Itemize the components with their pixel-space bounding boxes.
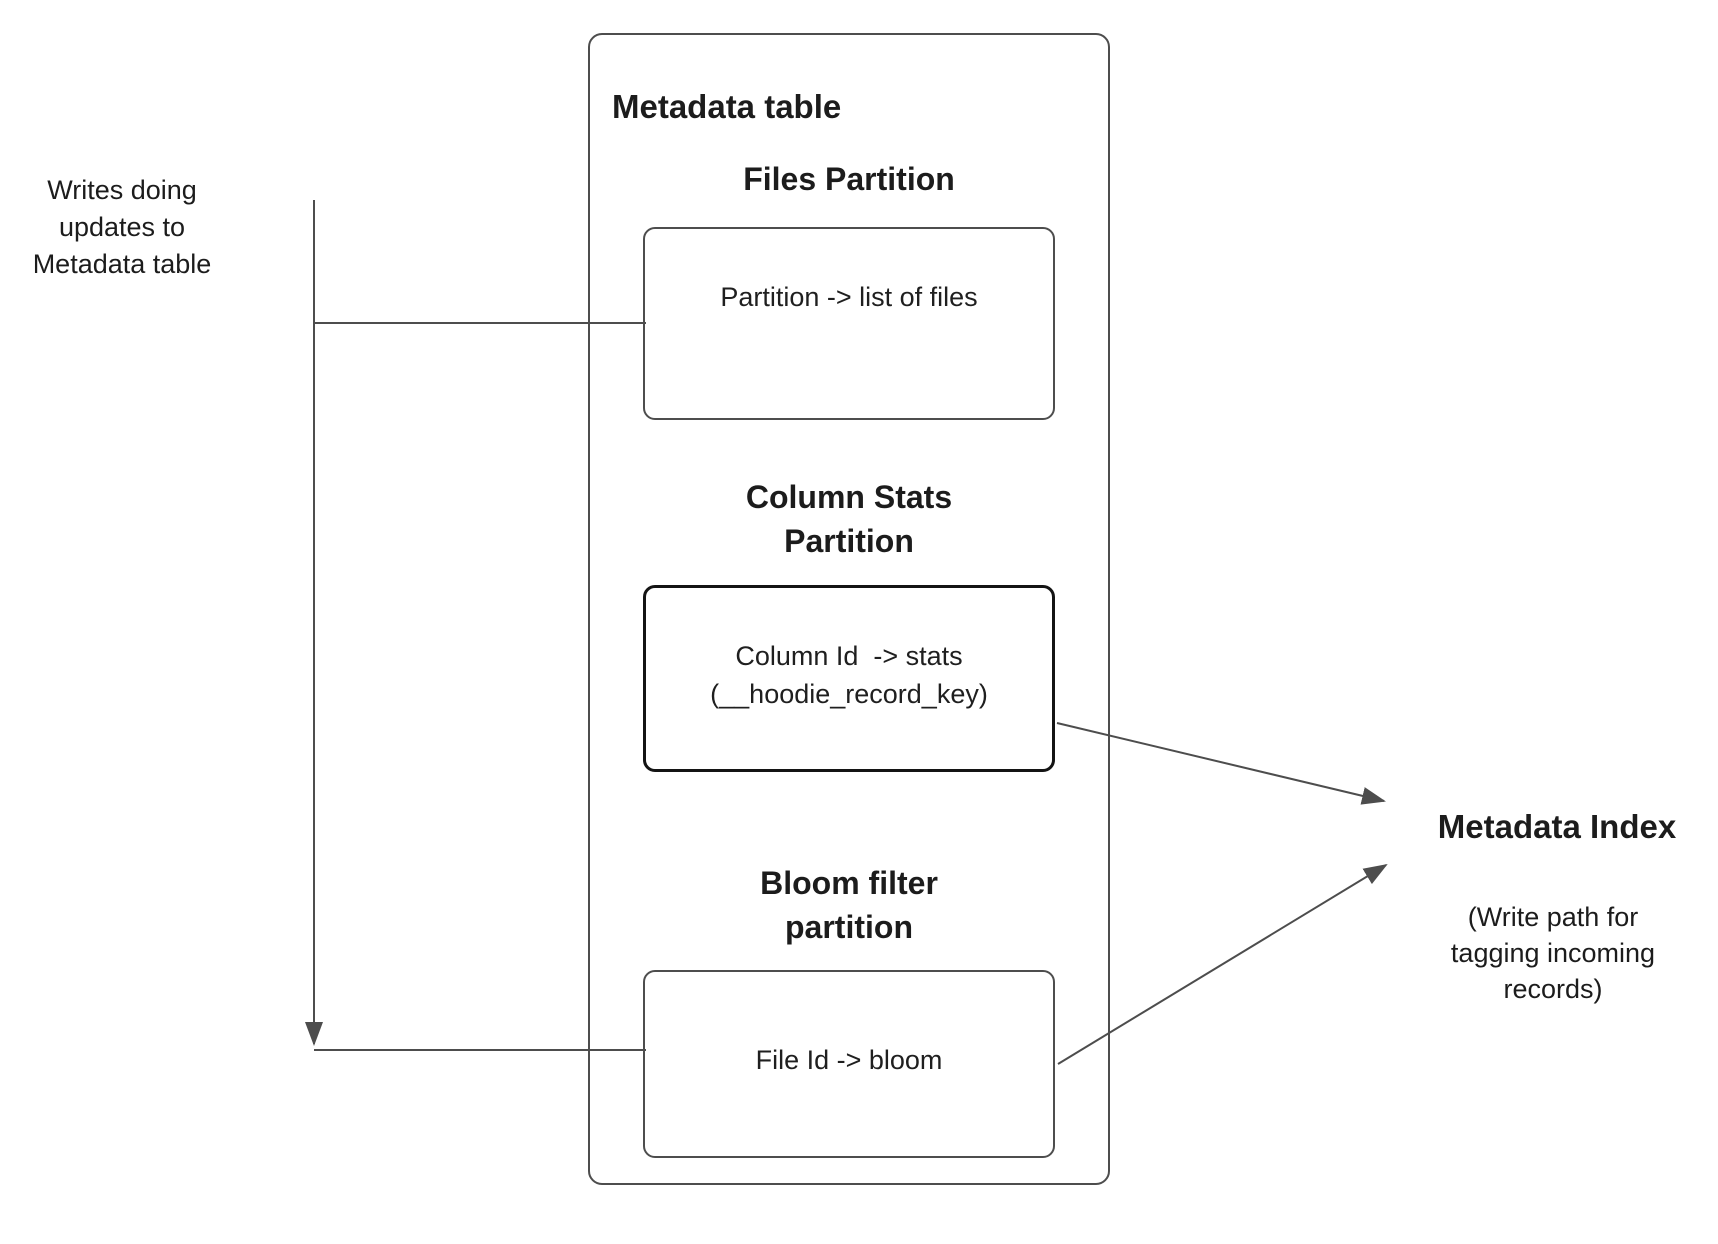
files-partition-body: Partition -> list of files <box>720 282 978 312</box>
column-stats-heading-line2: Partition <box>784 523 914 559</box>
files-partition-heading: Files Partition <box>743 161 955 197</box>
bloom-filter-partition-box: File Id -> bloom <box>643 970 1055 1158</box>
column-stats-heading-line1: Column Stats <box>745 479 953 515</box>
writes-updates-label: Writes doing updates to Metadata table <box>2 172 242 283</box>
writes-updates-label-line1: Writes doing <box>47 175 197 205</box>
metadata-index-subtitle: (Write path for tagging incoming records… <box>1403 899 1703 1007</box>
bloom-filter-heading-line1: Bloom filter <box>760 865 938 901</box>
column-stats-partition-heading: Column Stats Partition <box>643 475 1055 563</box>
column-stats-body-line1: Column Id -> stats <box>735 640 963 671</box>
metadata-index-subtitle-line3: records) <box>1503 974 1603 1004</box>
column-stats-body-line2: (__hoodie_record_key) <box>710 678 988 709</box>
metadata-table-title: Metadata table <box>612 88 842 125</box>
column-stats-partition-box: Column Id -> stats (__hoodie_record_key) <box>643 585 1055 772</box>
files-partition-box: Partition -> list of files <box>643 227 1055 420</box>
column-stats-partition-body: Column Id -> stats (__hoodie_record_key) <box>710 637 988 713</box>
writes-updates-label-line3: Metadata table <box>32 249 212 279</box>
bloom-filter-partition-body: File Id -> bloom <box>755 1045 943 1075</box>
bloom-filter-partition-heading: Bloom filter partition <box>643 861 1055 949</box>
metadata-index-subtitle-line2: tagging incoming <box>1450 938 1656 968</box>
metadata-table-box <box>588 33 1110 1185</box>
metadata-index-title: Metadata Index <box>1437 808 1677 845</box>
metadata-index-subtitle-line1: (Write path for <box>1467 902 1639 932</box>
bloom-filter-heading-line2: partition <box>785 909 913 945</box>
writes-updates-label-line2: updates to <box>58 212 186 242</box>
